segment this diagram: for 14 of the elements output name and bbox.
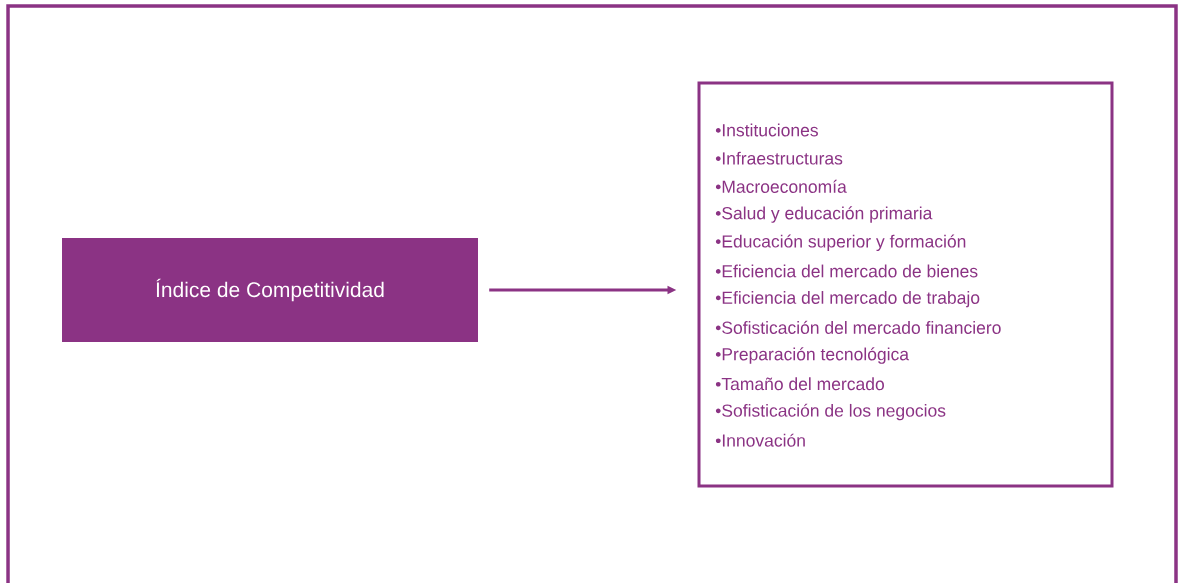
list-item: •Eficiencia del mercado de trabajo bbox=[715, 291, 980, 308]
list-item: •Sofisticación del mercado financiero bbox=[715, 320, 1001, 334]
list-item: •Infraestructuras bbox=[715, 151, 843, 165]
list-item: •Preparación tecnológica bbox=[715, 347, 910, 364]
list-item: •Sofisticación de los negocios bbox=[715, 403, 946, 421]
list-item: •Innovación bbox=[715, 433, 805, 447]
list-item: •Eficiencia del mercado de bienes bbox=[715, 264, 978, 278]
list-item: •Tamaño del mercado bbox=[715, 377, 884, 391]
list-item: •Educación superior y formación bbox=[715, 234, 966, 252]
list-box bbox=[697, 81, 1114, 488]
list-item: •Salud y educación primaria bbox=[715, 206, 933, 223]
list-item: •Instituciones bbox=[715, 123, 818, 137]
list-item: •Macroeconomía bbox=[715, 179, 847, 193]
index-box: Índice de Competitividad bbox=[62, 238, 478, 342]
